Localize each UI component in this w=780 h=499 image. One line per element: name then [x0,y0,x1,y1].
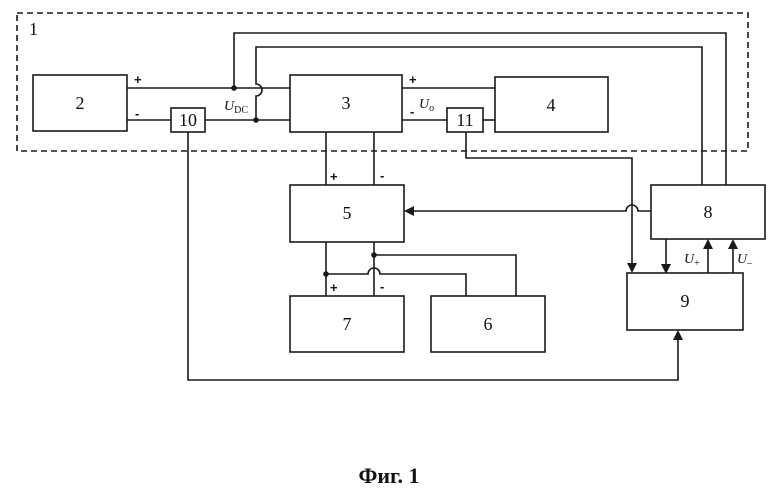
block-3-label: 3 [342,93,351,113]
block-2-label: 2 [76,93,85,113]
block-11-label: 11 [456,110,473,130]
block-10-label: 10 [179,110,197,130]
enclosure-label: 1 [29,19,38,39]
label-udc: UDC [224,99,248,116]
label-uplus: U+ [684,252,700,269]
figure-caption: Фиг. 1 [358,463,419,488]
wire-5-6-minus [374,255,516,296]
block-6-label: 6 [484,314,493,334]
polarity-plus-3-out: + [409,72,417,87]
polarity-minus-7-in: - [380,279,384,294]
polarity-minus-2: - [135,106,139,121]
wire-11-to-9 [466,132,632,271]
polarity-minus-3-out: - [410,104,414,119]
block-7-label: 7 [343,314,352,334]
polarity-plus-5-in: + [330,169,338,184]
wire-5-6-plus [326,268,466,296]
block-9-label: 9 [681,291,690,311]
block-8-label: 8 [704,202,713,222]
arrow-into-9-from-10 [673,330,683,340]
polarity-minus-5-in: - [380,168,384,183]
arrow-uplus-into-8 [703,239,713,249]
arrow-into-5 [404,206,414,216]
polarity-plus-2: + [134,72,142,87]
block-4-label: 4 [547,95,556,115]
arrow-into-9-from-11 [627,263,637,273]
wire-8-to-5 [406,205,651,211]
arrow-uminus-into-8 [728,239,738,249]
polarity-plus-7-in: + [330,280,338,295]
label-uo: Uo [419,97,434,114]
block-5-label: 5 [343,203,352,223]
label-uminus: U– [737,252,753,269]
